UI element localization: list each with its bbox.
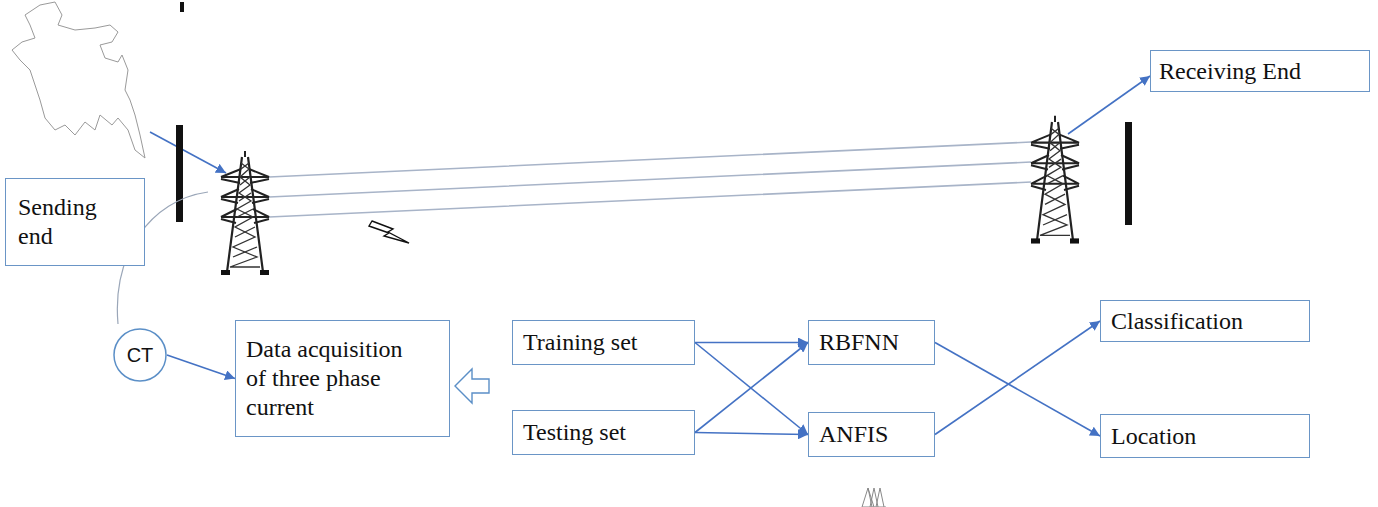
- hollow-arrow: [455, 369, 489, 403]
- node-label: Data acquisition of three phase current: [246, 335, 421, 421]
- output-box: Location: [1100, 414, 1310, 458]
- node-label: RBFNN: [819, 328, 899, 357]
- node-label: CT: [127, 343, 154, 367]
- sending-tower: [221, 151, 269, 275]
- flow-arrow: [695, 433, 808, 435]
- ct-circle-outline: [114, 329, 166, 381]
- flow-arrow: [935, 321, 1100, 435]
- sending-bus-bar: [176, 125, 183, 222]
- dataset-box: Training set: [512, 320, 695, 365]
- output-box: Classification: [1100, 300, 1310, 342]
- node-label: Location: [1111, 422, 1196, 451]
- end-label-box: Sending end: [5, 178, 145, 266]
- node-label: Receiving End: [1159, 57, 1301, 86]
- node-label: Classification: [1111, 307, 1243, 336]
- flow-arrow: [695, 342, 808, 344]
- flow-arrow: [695, 343, 808, 435]
- flow-arrow: [695, 343, 808, 433]
- ct-circle: CT: [113, 328, 167, 382]
- process-box: Data acquisition of three phase current: [235, 320, 450, 437]
- node-label: ANFIS: [819, 420, 888, 449]
- model-box: ANFIS: [808, 412, 935, 457]
- end-label-box: Receiving End: [1150, 50, 1370, 92]
- dataset-box: Testing set: [512, 410, 695, 455]
- fault-lightning: [369, 221, 409, 243]
- cut-mark: [180, 2, 184, 12]
- tower-fragment: [862, 488, 886, 507]
- receiving-arrow: [1068, 76, 1150, 134]
- map-arrow: [150, 132, 226, 173]
- node-label: Training set: [523, 328, 637, 357]
- receiving-bus-bar: [1125, 122, 1132, 225]
- flow-arrow: [935, 343, 1100, 437]
- flow-arrow: [167, 355, 235, 379]
- node-label: Testing set: [523, 418, 626, 447]
- transmission-lines: [269, 142, 1031, 217]
- country-map: [12, 2, 145, 158]
- receiving-tower: [1031, 116, 1079, 244]
- node-label: Sending end: [18, 193, 113, 251]
- model-box: RBFNN: [808, 320, 935, 365]
